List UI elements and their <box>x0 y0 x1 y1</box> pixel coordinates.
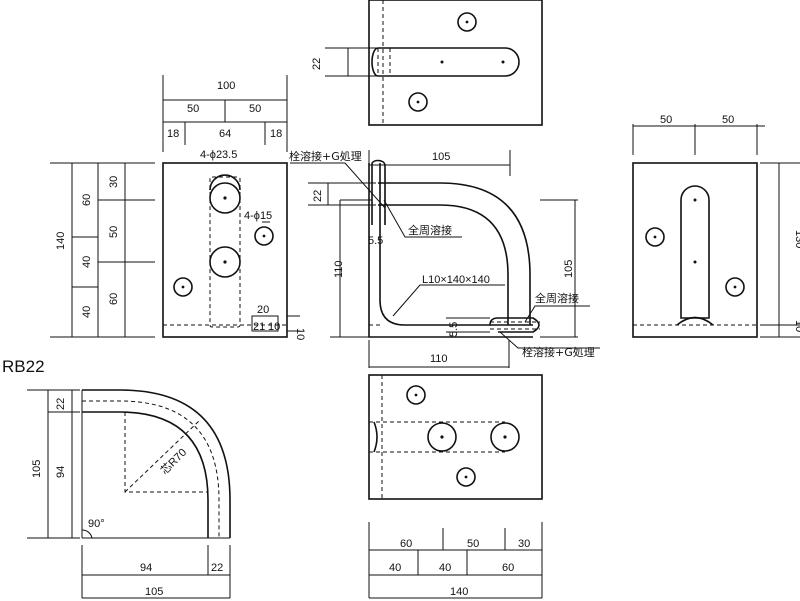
dim-bottom-60-top: 60 <box>400 538 412 550</box>
side-bar-outer <box>378 182 531 325</box>
bend-bar-outer <box>82 389 231 538</box>
dim-front-20: 20 <box>257 304 269 316</box>
front-bar-top <box>209 174 241 191</box>
label-hole-large: 4-ϕ23.5 <box>200 149 237 161</box>
dim-top-100: 100 <box>217 80 235 92</box>
plan-bar <box>378 47 520 77</box>
side-bar-inner <box>378 204 509 325</box>
dim-right-50-left: 50 <box>660 114 672 126</box>
front-plate <box>162 162 288 338</box>
dim-bottom-60-b: 60 <box>502 562 514 574</box>
right-view: 50 50 130 10 <box>632 114 800 338</box>
dim-top-50-right: 50 <box>249 103 261 115</box>
dim-left-140: 140 <box>55 232 67 250</box>
dim-bend-22-bottom: 22 <box>211 562 223 574</box>
dim-bend-94-left: 94 <box>55 466 67 478</box>
dim-plan-22: 22 <box>311 58 323 70</box>
bend-bar-inner <box>82 411 209 538</box>
dim-bend-105-left: 105 <box>31 460 43 478</box>
dim-left-40-bottom: 40 <box>81 306 93 318</box>
dim-top-50-left: 50 <box>187 103 199 115</box>
front-small-slot <box>251 315 279 332</box>
label-angle-spec: L10×140×140 <box>422 274 490 286</box>
dim-front-10b: 10 <box>294 328 306 340</box>
label-weld-stud-top: 栓溶接+G処理 <box>289 149 362 163</box>
dim-top-64: 64 <box>219 128 231 140</box>
dim-right-50-right: 50 <box>722 114 734 126</box>
label-bend-angle: 90° <box>88 518 105 530</box>
label-weld-round-top: 全周溶接 <box>408 223 452 237</box>
dim-left-60-top: 60 <box>81 194 93 206</box>
label-weld-round-right: 全周溶接 <box>535 291 579 305</box>
dim-bottom-50-top: 50 <box>467 538 479 550</box>
dim-bend-94-bottom: 94 <box>140 562 152 574</box>
dim-bottom-40-b: 40 <box>439 562 451 574</box>
dim-side-105-height: 105 <box>563 260 575 278</box>
dim-left-60-bottom: 60 <box>108 293 120 305</box>
dim-top-18-left: 18 <box>167 128 179 140</box>
label-weld-stud-bottom: 栓溶接+G処理 <box>522 345 595 359</box>
front-view: 100 50 50 18 64 18 4-ϕ23.5 4-ϕ15 20 21 1… <box>50 75 306 340</box>
bottom-view: 60 50 30 40 40 60 140 <box>368 374 543 599</box>
dim-top-18-right: 18 <box>270 128 282 140</box>
label-hole-small: 4-ϕ15 <box>244 210 272 222</box>
plan-view: 22 <box>311 0 543 126</box>
dim-right-130: 130 <box>793 230 800 248</box>
dim-side-110-height: 110 <box>333 260 345 278</box>
bend-view: RB22 芯R70 90° 22 105 94 94 22 105 <box>2 357 231 599</box>
dim-front-10a: 10 <box>268 321 280 333</box>
dim-side-5-5-low: 5.5 <box>448 322 460 337</box>
dim-side-110-width: 110 <box>430 353 448 365</box>
right-plate <box>632 162 758 338</box>
dim-front-21: 21 <box>253 321 265 333</box>
bottom-plate <box>368 374 543 500</box>
front-bar-hidden <box>209 176 241 328</box>
dim-bottom-140: 140 <box>450 586 468 598</box>
dim-bottom-30-top: 30 <box>518 538 530 550</box>
label-bend-radius: 芯R70 <box>157 445 189 477</box>
dim-bend-22: 22 <box>55 398 67 410</box>
dim-side-22: 22 <box>312 190 324 202</box>
dim-left-40-top: 40 <box>81 256 93 268</box>
dim-right-10: 10 <box>793 320 800 332</box>
plan-plate <box>368 0 543 126</box>
dim-side-105-width: 105 <box>432 151 450 163</box>
dim-left-30: 30 <box>108 176 120 188</box>
right-bar <box>680 185 710 319</box>
part-name-label: RB22 <box>2 357 45 376</box>
side-view: 105 22 110 5.5 105 5.5 110 栓溶接+G処理 全周溶接 … <box>289 149 600 368</box>
dim-bottom-40-a: 40 <box>389 562 401 574</box>
dim-bend-105-bottom: 105 <box>145 586 163 598</box>
dim-side-5-5: 5.5 <box>368 235 383 247</box>
dim-left-50: 50 <box>108 226 120 238</box>
